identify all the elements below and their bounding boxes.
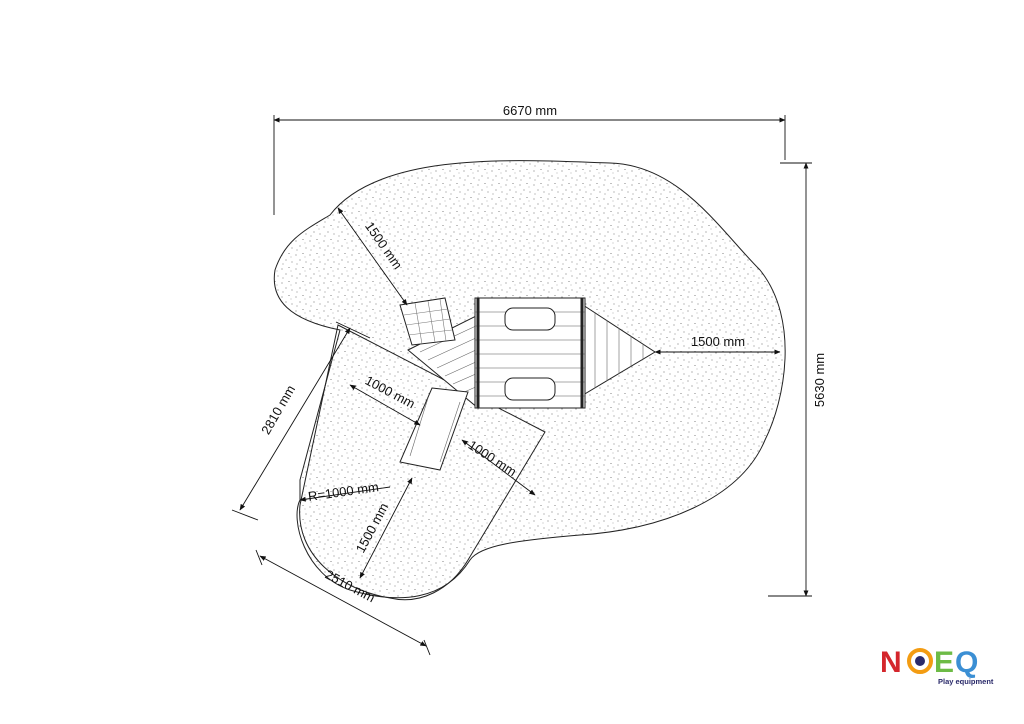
dim-clearance-right: 1500 mm [691, 334, 745, 349]
logo-tagline: Play equipment [938, 677, 994, 686]
logo-letter-q: Q [955, 646, 978, 679]
logo-face-icon [915, 656, 925, 666]
dim-overall-height: 5630 mm [812, 353, 827, 407]
slide [399, 387, 469, 471]
dim-zone-length: 2810 mm [258, 383, 298, 437]
play-structure [399, 297, 656, 471]
logo-letter-o-ring [907, 648, 933, 674]
logo-letter-n: N [880, 646, 902, 679]
logo-letter-e: E [934, 646, 954, 679]
dim-overall-width: 6670 mm [503, 103, 557, 118]
noeq-logo: N E Q Play equipment [880, 646, 994, 686]
